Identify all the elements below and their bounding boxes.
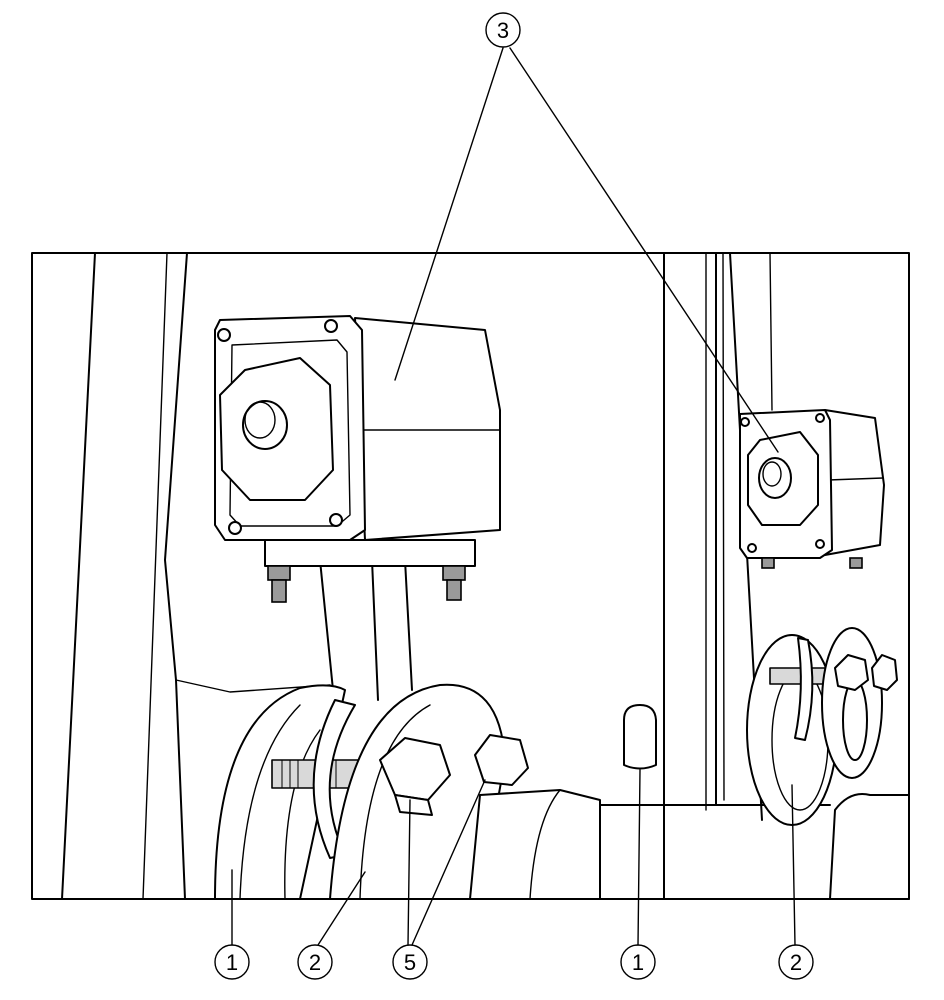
callout-2-right-label: 2	[790, 950, 802, 975]
callout-5-label: 5	[404, 950, 416, 975]
left-hex-nut	[379, 734, 529, 816]
left-box-stud-left	[267, 565, 291, 603]
callout-5: 5	[392, 944, 428, 980]
callout-1-right: 1	[620, 944, 656, 980]
left-upright-structure	[61, 252, 665, 900]
center-post	[623, 704, 657, 770]
callout-1-right-label: 1	[632, 950, 644, 975]
callout-3: 3	[485, 12, 521, 48]
right-pulley-assembly	[746, 627, 910, 900]
left-pulley-1	[214, 684, 346, 900]
right-control-box	[739, 409, 885, 569]
callout-3-label: 3	[497, 18, 509, 43]
left-control-box	[214, 315, 501, 603]
callout-1-left: 1	[214, 944, 250, 980]
callout-1-left-label: 1	[226, 950, 238, 975]
left-mount-arm	[319, 559, 413, 701]
left-box-stud-right	[442, 565, 466, 601]
callout-2-left-label: 2	[309, 950, 321, 975]
callout-2-right: 2	[778, 944, 814, 980]
leader-lines	[231, 47, 796, 946]
callout-2-left: 2	[297, 944, 333, 980]
